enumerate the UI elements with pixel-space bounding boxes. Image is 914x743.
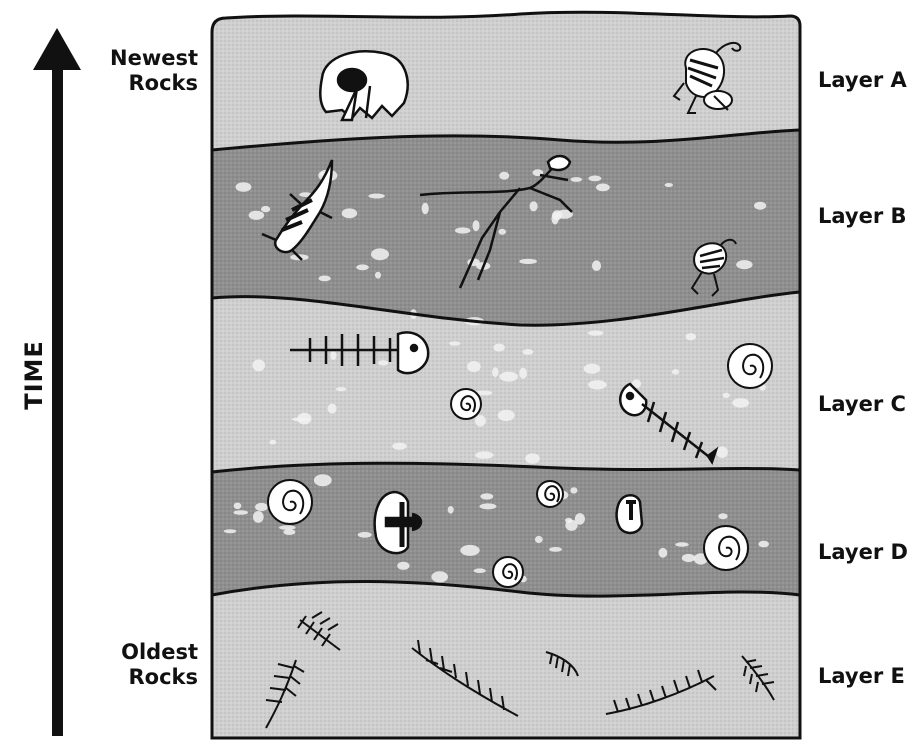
layer-a-label: Layer A [818, 68, 907, 93]
pebble [279, 525, 296, 530]
pebble [588, 330, 603, 335]
pebble [685, 333, 696, 340]
pebble [249, 211, 265, 220]
pebble [253, 511, 264, 523]
pebble [596, 184, 610, 192]
pebble [319, 276, 331, 282]
pebble [467, 361, 481, 372]
pebble [330, 351, 336, 360]
ammonite-shell-fossil [728, 344, 772, 388]
pebble [473, 220, 480, 231]
pebble [659, 548, 668, 558]
pebble [475, 415, 486, 426]
pebble [519, 368, 527, 379]
pebble [736, 260, 752, 269]
pebble [480, 493, 493, 499]
pebble [492, 367, 498, 377]
pebble [571, 177, 583, 182]
pebble [431, 571, 448, 582]
pebble [342, 208, 358, 218]
pebble [378, 360, 388, 365]
layer-c-label: Layer C [818, 392, 906, 417]
pebble [723, 393, 730, 398]
pebble [523, 349, 534, 355]
pebble [224, 529, 236, 533]
newest-rocks-label: Newest Rocks [58, 46, 198, 96]
pebble [758, 541, 769, 548]
pebble [717, 446, 728, 458]
pebble [328, 404, 337, 414]
pebble [530, 201, 538, 211]
pebble [449, 341, 460, 345]
pebble [682, 554, 695, 562]
ammonite-shell-fossil [451, 389, 481, 419]
pebble [234, 503, 242, 510]
pebble [552, 213, 559, 225]
pebble [498, 410, 515, 421]
layer-d-label: Layer D [818, 540, 908, 565]
pebble [718, 513, 727, 519]
ammonite-shell-fossil [268, 480, 312, 524]
pebble [368, 194, 384, 199]
pebble [336, 387, 346, 391]
pebble [732, 398, 749, 408]
ammonite-shell-fossil [704, 526, 748, 570]
pebble [375, 272, 381, 279]
pebble [314, 474, 332, 486]
pebble [570, 487, 577, 493]
pebble [233, 510, 248, 515]
pebble [665, 183, 673, 187]
brachiopod-fossil [617, 495, 642, 533]
pebble [535, 536, 543, 543]
pebble [371, 248, 389, 260]
oldest-rocks-label: Oldest Rocks [58, 640, 198, 690]
pebble [754, 202, 766, 210]
pebble [588, 176, 601, 182]
pebble [519, 259, 537, 264]
pebble [475, 451, 493, 458]
pebble [356, 264, 369, 270]
pebble [261, 206, 270, 212]
mammal-skull-fossil [320, 51, 407, 120]
pebble [549, 547, 562, 552]
pebble [284, 529, 296, 535]
pebble [474, 568, 486, 573]
pebble [460, 545, 479, 556]
pebble [455, 227, 470, 233]
pebble [269, 440, 276, 445]
pebble [493, 344, 505, 352]
pebble [565, 520, 577, 531]
pebble [499, 172, 509, 180]
pebble [297, 413, 311, 425]
pebble [255, 503, 268, 511]
layer-e-label: Layer E [818, 664, 905, 689]
pebble [498, 229, 506, 235]
pebble [500, 372, 518, 382]
pebble [480, 503, 497, 509]
time-axis-text: TIME [20, 340, 48, 410]
ammonite-shell-fossil [493, 557, 523, 587]
pebble [588, 380, 607, 389]
layer-b-label: Layer B [818, 204, 907, 229]
pebble [392, 443, 406, 450]
ammonite-shell-fossil [537, 481, 563, 507]
pebble [675, 542, 689, 546]
pebble [236, 182, 252, 192]
pebble [358, 532, 372, 538]
pebble [397, 562, 409, 570]
pebble [448, 506, 454, 514]
pebble [422, 203, 429, 214]
pebble [252, 359, 265, 371]
pebble [584, 364, 601, 374]
pebble [592, 260, 601, 271]
pebble [525, 453, 540, 464]
pebble [672, 369, 679, 375]
time-axis-label: TIME [4, 340, 64, 410]
